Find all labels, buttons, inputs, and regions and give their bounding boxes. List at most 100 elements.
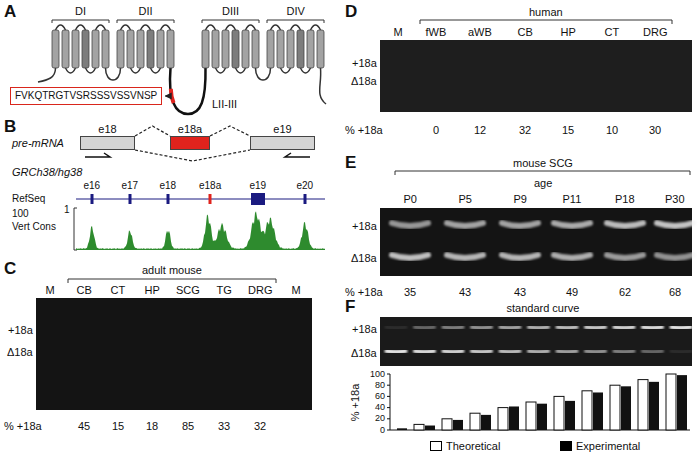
transmembrane-segment (127, 30, 134, 68)
axis-label: 1 (64, 204, 70, 216)
percent-value: 0 (433, 124, 439, 137)
domain-label: DI (75, 5, 86, 18)
intra-loop (86, 68, 96, 73)
group-label: standard curve (507, 302, 580, 315)
track-label: 100 (12, 208, 29, 220)
bar-experimental (425, 426, 435, 430)
lane-label: CB (518, 26, 533, 39)
bar-experimental (593, 392, 603, 430)
panel-letter: C (4, 259, 16, 278)
gel-band (447, 223, 483, 226)
band-label: Δ18a (351, 252, 377, 265)
transmembrane-segment (52, 30, 59, 68)
band-label: Δ18a (351, 347, 377, 360)
domain-bracket (267, 20, 324, 23)
band-label: +18a (352, 323, 377, 336)
gel-band (644, 351, 662, 352)
gel-band (502, 223, 538, 226)
bar-theoretical (498, 408, 508, 430)
lane-label: fWB (426, 26, 447, 39)
gel-band (473, 327, 491, 328)
refseq-track (76, 199, 325, 200)
lane-label: P30 (665, 193, 685, 206)
percent-value: 18 (146, 420, 158, 433)
bar-experimental (677, 375, 687, 430)
gel-band (615, 327, 633, 328)
intra-loop (281, 68, 291, 73)
panel-letter: B (4, 117, 16, 136)
legend-text: Theoretical (446, 440, 500, 453)
panel-letter: D (345, 2, 357, 21)
bar-experimental (453, 420, 463, 430)
transmembrane-segment (222, 30, 229, 68)
exon-label: e19 (250, 180, 267, 192)
domain-label: DIII (222, 5, 239, 18)
row-label: % +18a (345, 124, 383, 137)
exon-box: e19 (250, 136, 315, 150)
primer-arrow (285, 153, 310, 157)
splice-line (135, 150, 250, 161)
gel-band (511, 60, 539, 66)
axis-tick (387, 385, 390, 386)
tick-label: 40 (375, 402, 385, 413)
percent-value: 32 (519, 124, 531, 137)
domain-bracket (202, 20, 259, 23)
percent-value: 12 (474, 124, 486, 137)
gel-band (140, 327, 164, 334)
transmembrane-segment (102, 30, 109, 68)
percent-value: 85 (182, 420, 194, 433)
exon-label: e17 (122, 180, 139, 192)
gel-band (598, 60, 626, 66)
lane-label: P5 (459, 193, 472, 206)
panel-letter: A (4, 2, 16, 21)
bar-theoretical (526, 402, 536, 430)
tick-label: 20 (375, 413, 385, 424)
track-axis (74, 208, 77, 250)
transmembrane-segment (277, 30, 284, 68)
row-label: % +18a (4, 420, 42, 433)
exon-box: e18a (170, 136, 210, 150)
intra-loop (131, 68, 141, 73)
gel-band (140, 349, 164, 356)
gel-band (106, 327, 130, 334)
exon-tick (304, 194, 307, 204)
loop-II-III-segment (171, 89, 174, 103)
intra-loop (56, 25, 66, 30)
lane-label: M (46, 284, 55, 297)
gel-band (387, 351, 405, 352)
lane-label: DRG (248, 284, 272, 297)
transmembrane-segment (167, 30, 174, 68)
lane-label: CB (77, 284, 92, 297)
exon-tick (91, 194, 94, 204)
tick-label: 80 (375, 380, 385, 391)
axis-title: % +18a (349, 383, 362, 421)
transmembrane-segment (147, 30, 154, 68)
gel-band (176, 327, 200, 334)
node-text: e18 (98, 123, 116, 136)
bar-experimental (537, 404, 547, 430)
tick-label: 60 (375, 391, 385, 402)
gel-band (176, 349, 200, 356)
percent-value: 35 (404, 286, 416, 299)
gel-image (380, 40, 692, 112)
tick-label: 0 (380, 425, 385, 436)
bar-experimental (565, 401, 575, 430)
group-label: mouse SCG (513, 157, 573, 170)
exon-tick (209, 194, 212, 204)
gel-band (530, 351, 548, 352)
lane-label: HP (561, 26, 576, 39)
gel-band (72, 327, 96, 334)
gel-band (422, 78, 450, 84)
intra-loop (311, 25, 321, 30)
gel-band (38, 321, 62, 326)
lane-label: P11 (563, 193, 582, 206)
bar-theoretical (666, 374, 676, 430)
bar-theoretical (470, 413, 480, 430)
transmembrane-segment (137, 30, 144, 68)
band-label: +18a (8, 324, 33, 337)
intra-loop (226, 25, 236, 30)
exon-label: e18a (199, 180, 221, 192)
bar-experimental (397, 428, 407, 430)
intra-loop (161, 25, 171, 30)
gel-band (72, 349, 96, 356)
